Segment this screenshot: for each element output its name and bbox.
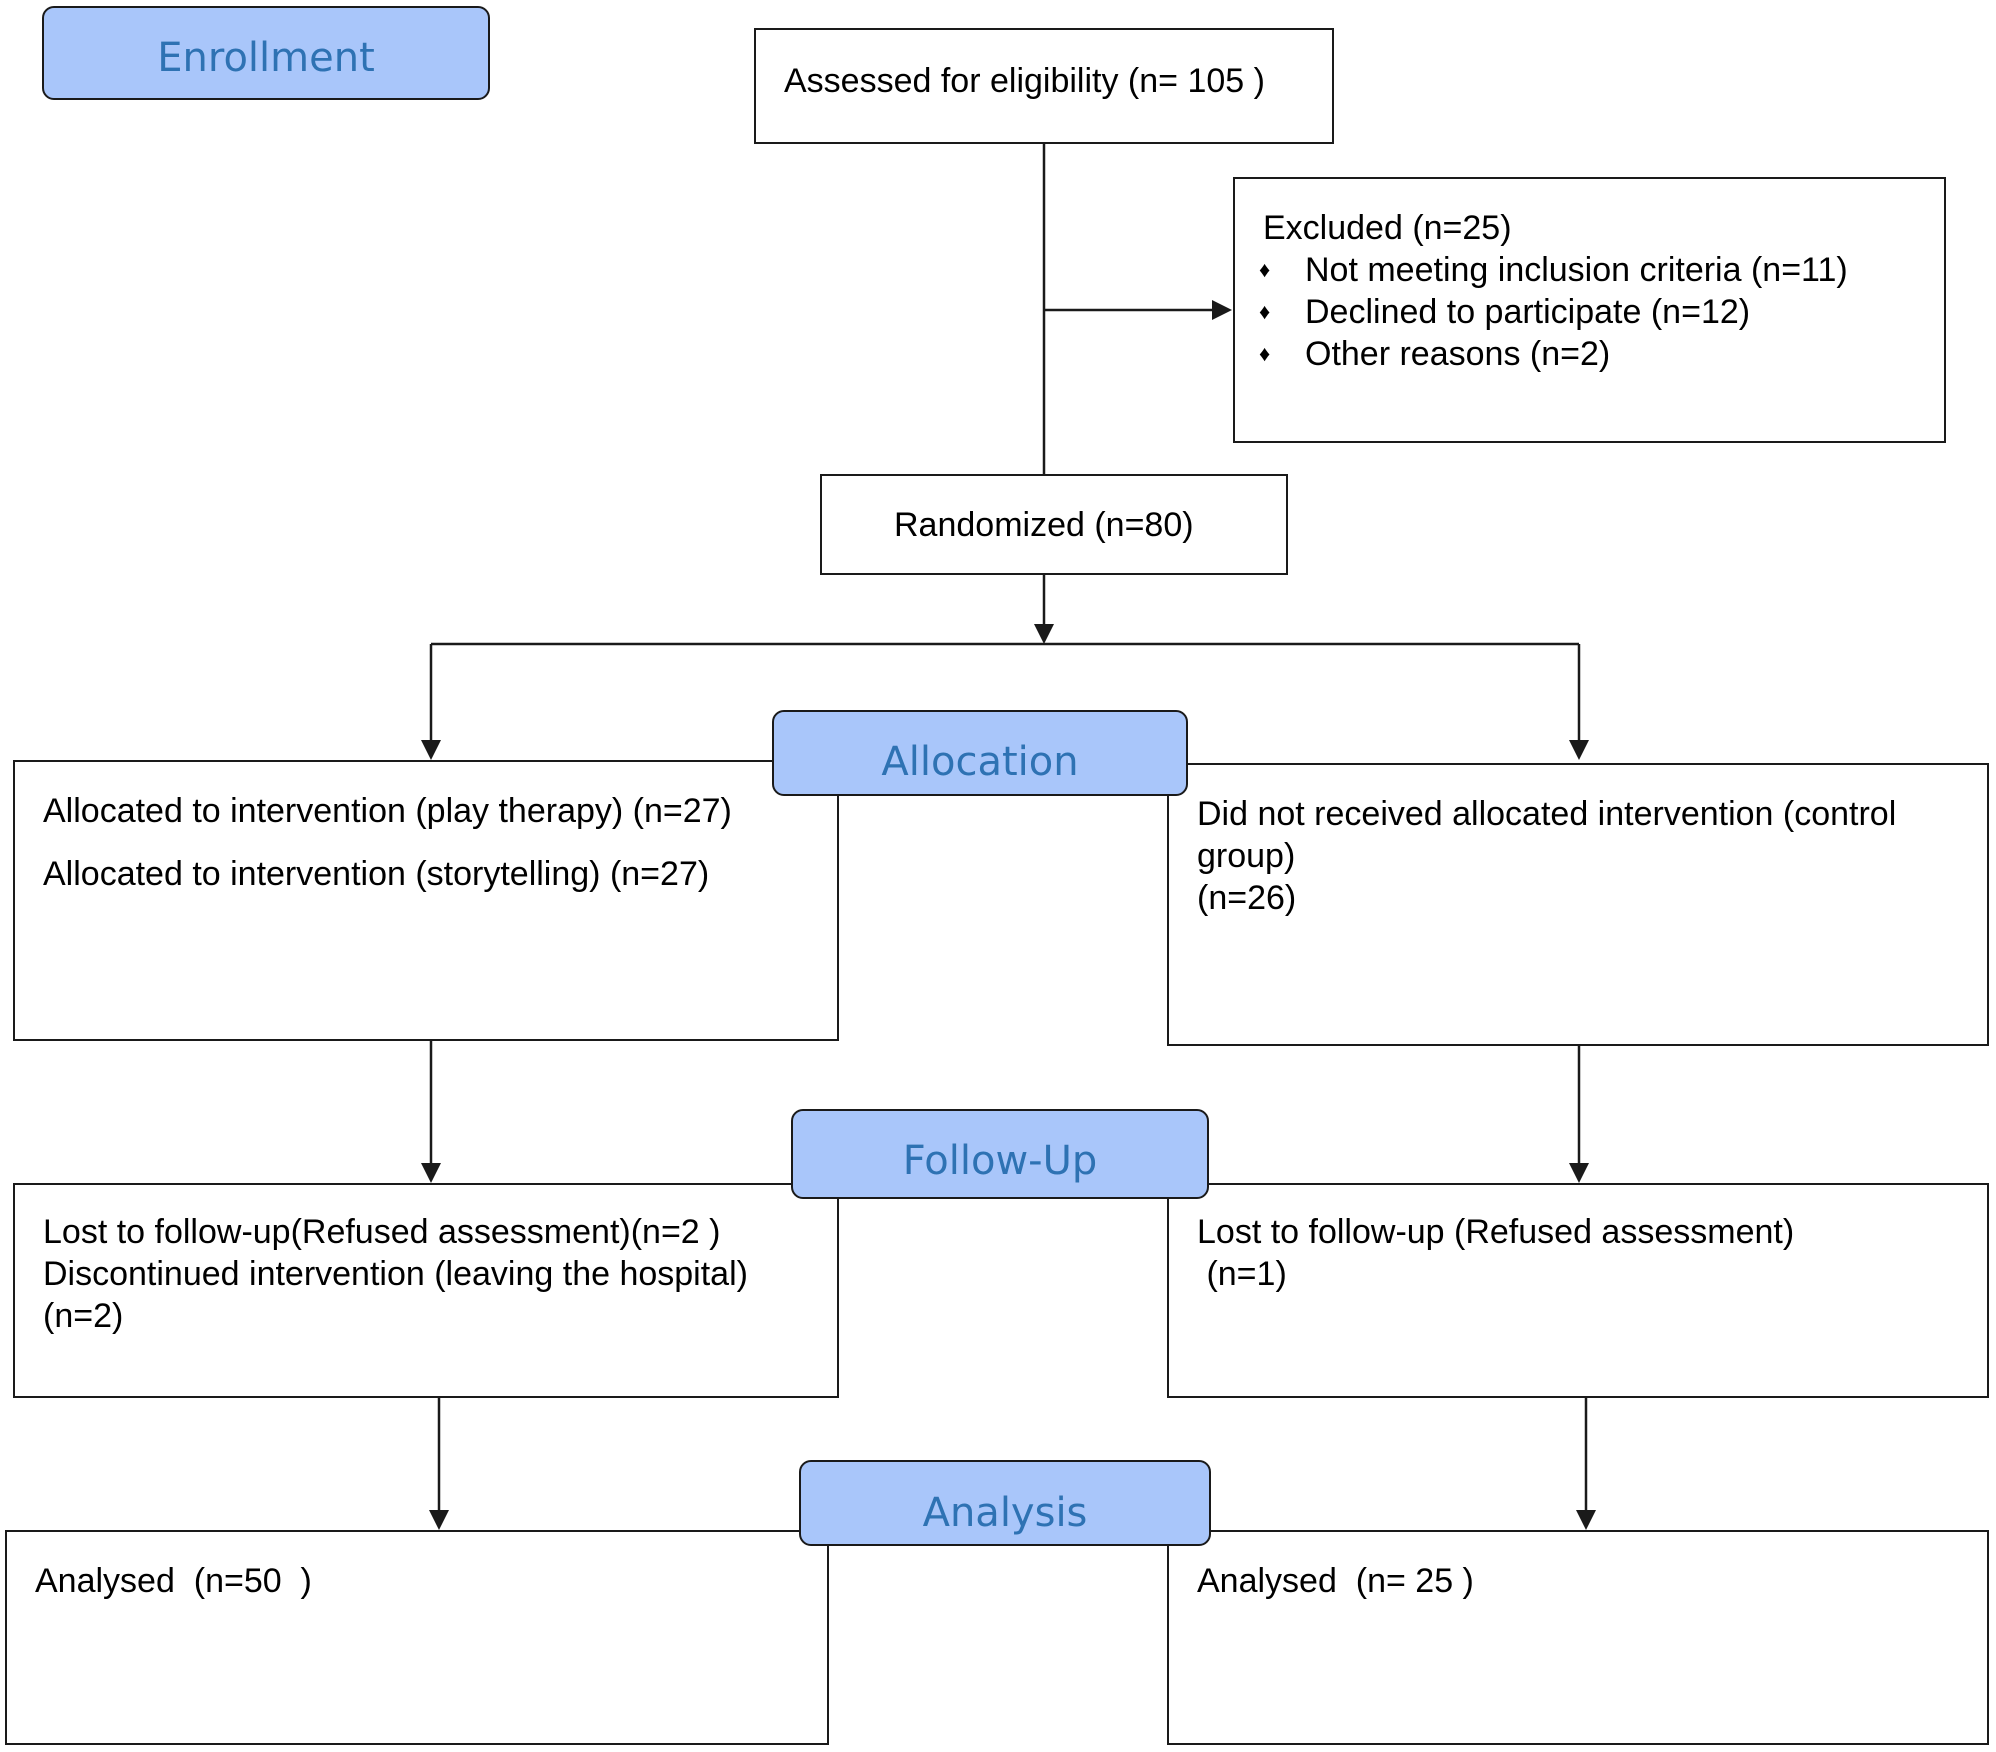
analysis-left-text: Analysed (n=50 ) — [35, 1562, 312, 1600]
followup-left-box: Lost to follow-up(Refused assessment)(n=… — [13, 1183, 839, 1398]
followup-left-line-3: (n=2) — [43, 1297, 124, 1335]
allocation-right-line-1: Did not received allocated intervention … — [1197, 795, 1897, 833]
stage-label-analysis-text: Analysis — [922, 1490, 1088, 1536]
excluded-reason-1: ♦ Not meeting inclusion criteria (n=11) — [1235, 249, 1944, 291]
followup-right-line-2: (n=1) — [1197, 1255, 1287, 1293]
diamond-bullet-icon: ♦ — [1259, 341, 1271, 366]
arrowhead-excluded — [1212, 300, 1232, 320]
allocation-left-line-1: Allocated to intervention (play therapy)… — [43, 792, 732, 830]
analysis-left-box: Analysed (n=50 ) — [5, 1530, 829, 1745]
arrowhead-analysis-left — [429, 1510, 449, 1530]
assessed-text: Assessed for eligibility (n= 105 ) — [784, 62, 1265, 100]
stage-label-enrollment: Enrollment — [42, 6, 490, 100]
allocation-right-line-3: (n=26) — [1197, 879, 1297, 917]
analysis-right-box: Analysed (n= 25 ) — [1167, 1530, 1989, 1745]
followup-right-line-1: Lost to follow-up (Refused assessment) — [1197, 1213, 1795, 1251]
randomized-text: Randomized (n=80) — [894, 506, 1194, 544]
arrowhead-alloc-left — [421, 740, 441, 760]
stage-label-enrollment-text: Enrollment — [157, 35, 375, 81]
excluded-reason-3: ♦ Other reasons (n=2) — [1235, 333, 1944, 375]
excluded-reason-text: Declined to participate (n=12) — [1305, 293, 1751, 331]
allocation-left-line-2: Allocated to intervention (storytelling)… — [43, 855, 710, 893]
followup-left-line-1: Lost to follow-up(Refused assessment)(n=… — [43, 1213, 721, 1251]
excluded-reason-text: Other reasons (n=2) — [1305, 335, 1611, 373]
analysis-right-text: Analysed (n= 25 ) — [1197, 1562, 1474, 1600]
stage-label-allocation-text: Allocation — [881, 739, 1079, 785]
diamond-bullet-icon: ♦ — [1259, 299, 1271, 324]
randomized-box: Randomized (n=80) — [820, 474, 1288, 575]
arrowhead-analysis-right — [1576, 1510, 1596, 1530]
allocation-right-line-2: group) — [1197, 837, 1296, 875]
stage-label-follow-up: Follow-Up — [791, 1109, 1209, 1199]
followup-right-box: Lost to follow-up (Refused assessment) (… — [1167, 1183, 1989, 1398]
diamond-bullet-icon: ♦ — [1259, 257, 1271, 282]
excluded-box: Excluded (n=25) ♦ Not meeting inclusion … — [1233, 177, 1946, 443]
allocation-left-box: Allocated to intervention (play therapy)… — [13, 760, 839, 1041]
arrowhead-followup-left — [421, 1163, 441, 1183]
followup-left-line-2: Discontinued intervention (leaving the h… — [43, 1255, 748, 1293]
arrowhead-followup-right — [1569, 1163, 1589, 1183]
arrowhead-randomized — [1034, 624, 1054, 644]
allocation-right-box: Did not received allocated intervention … — [1167, 763, 1989, 1046]
arrowhead-alloc-right — [1569, 740, 1589, 760]
stage-label-allocation: Allocation — [772, 710, 1188, 796]
stage-label-follow-up-text: Follow-Up — [902, 1138, 1098, 1184]
excluded-title: Excluded (n=25) — [1263, 209, 1512, 247]
excluded-reason-2: ♦ Declined to participate (n=12) — [1235, 291, 1944, 333]
assessed-box: Assessed for eligibility (n= 105 ) — [754, 28, 1334, 144]
stage-label-analysis: Analysis — [799, 1460, 1211, 1546]
excluded-reason-text: Not meeting inclusion criteria (n=11) — [1305, 251, 1848, 289]
